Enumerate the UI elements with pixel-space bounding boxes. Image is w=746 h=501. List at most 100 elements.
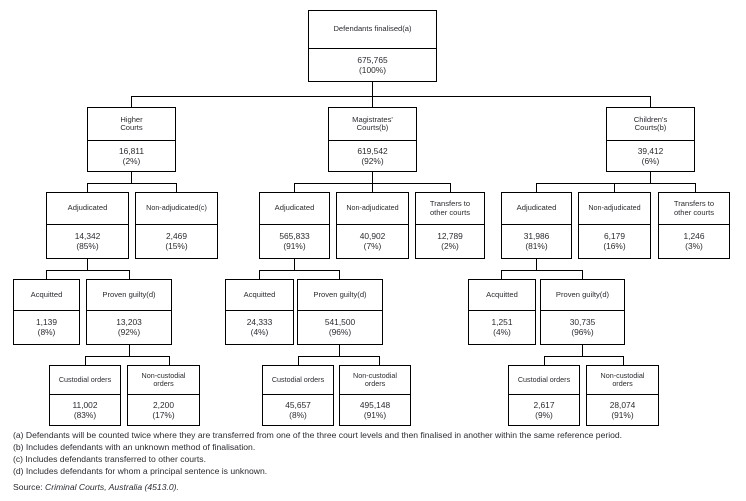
connector-hcadj-bus: [46, 270, 129, 271]
connector-to-childrens-courts: [650, 96, 651, 107]
node-childrens-proven-guilty[interactable]: Proven guilty(d) 30,735 (96%): [540, 279, 625, 345]
node-magistrates-nonadjudicated[interactable]: Non-adjudicated 40,902 (7%): [336, 192, 409, 259]
connector-mc-to-transfers: [450, 183, 451, 192]
connector-hcadj-stem: [87, 259, 88, 270]
node-value: 28,074 (91%): [587, 395, 658, 426]
node-value: 45,657 (8%): [263, 395, 333, 426]
node-higher-acquitted[interactable]: Acquitted 1,139 (8%): [13, 279, 80, 345]
flowchart-canvas: Defendants finalised(a) 675,765 (100%) H…: [13, 10, 730, 426]
node-title: Acquitted: [469, 280, 535, 311]
node-title: Proven guilty(d): [87, 280, 171, 311]
connector-level2-bus: [131, 96, 650, 97]
node-title: Transfers to other courts: [416, 193, 484, 225]
node-percent: (16%): [603, 241, 626, 251]
footnote-c: (c) Includes defendants transferred to o…: [13, 454, 206, 465]
node-magistrates-transfers[interactable]: Transfers to other courts 12,789 (2%): [415, 192, 485, 259]
node-higher-custodial-orders[interactable]: Custodial orders 11,002 (83%): [49, 365, 121, 426]
connector-ccadj-to-proven: [582, 270, 583, 279]
node-title: Acquitted: [14, 280, 79, 311]
node-title: Non-adjudicated(c): [136, 193, 217, 225]
node-value: 541,500 (96%): [298, 311, 382, 345]
node-count: 1,246: [683, 231, 705, 242]
connector-hc-to-nonadjudicated: [176, 183, 177, 192]
node-value: 24,333 (4%): [226, 311, 293, 345]
connector-root-stem: [372, 82, 373, 96]
node-percent: (96%): [571, 327, 594, 337]
node-percent: (92%): [117, 327, 141, 337]
node-magistrates-proven-guilty[interactable]: Proven guilty(d) 541,500 (96%): [297, 279, 383, 345]
node-childrens-acquitted[interactable]: Acquitted 1,251 (4%): [468, 279, 536, 345]
connector-hcproven-stem: [129, 345, 130, 356]
connector-ccadj-bus: [501, 270, 582, 271]
node-magistrates-noncustodial-orders[interactable]: Non-custodial orders 495,148 (91%): [339, 365, 411, 426]
node-magistrates-custodial-orders[interactable]: Custodial orders 45,657 (8%): [262, 365, 334, 426]
node-percent: (83%): [73, 409, 97, 420]
node-title: Magistrates' Courts(b): [329, 108, 416, 141]
node-higher-nonadjudicated[interactable]: Non-adjudicated(c) 2,469 (15%): [135, 192, 218, 259]
node-percent: (15%): [165, 241, 188, 251]
node-childrens-courts[interactable]: Children's Courts(b) 39,412 (6%): [606, 107, 695, 172]
node-percent: (100%): [359, 64, 386, 75]
connector-to-magistrates-courts: [372, 96, 373, 107]
node-higher-noncustodial-orders[interactable]: Non-custodial orders 2,200 (17%): [127, 365, 200, 426]
node-percent: (3%): [685, 241, 703, 251]
node-title: Defendants finalised(a): [309, 11, 436, 49]
node-higher-proven-guilty[interactable]: Proven guilty(d) 13,203 (92%): [86, 279, 172, 345]
node-value: 1,246 (3%): [659, 225, 729, 259]
node-higher-adjudicated[interactable]: Adjudicated 14,342 (85%): [46, 192, 129, 259]
node-title-line2: Courts(b): [634, 123, 667, 132]
connector-mcadj-bus: [259, 270, 339, 271]
node-title-line2: orders: [153, 379, 174, 388]
connector-hc-stem: [131, 172, 132, 183]
node-value: 565,833 (91%): [260, 225, 329, 259]
connector-ccproven-bus: [544, 356, 623, 357]
footnotes-block: (a) Defendants will be counted twice whe…: [13, 429, 737, 477]
connector-cc-bus: [536, 183, 695, 184]
node-title-line1: Magistrates': [352, 114, 393, 124]
node-value: 11,002 (83%): [50, 395, 120, 426]
node-count: 12,789: [437, 231, 463, 242]
connector-mcproven-bus: [298, 356, 379, 357]
node-title-line2: orders: [364, 379, 386, 388]
node-title-line2: orders: [612, 379, 633, 388]
connector-mcproven-to-custodial: [298, 356, 299, 365]
node-count: 39,412: [637, 145, 664, 156]
node-childrens-adjudicated[interactable]: Adjudicated 31,986 (81%): [501, 192, 572, 259]
connector-cc-to-transfers: [695, 183, 696, 192]
node-title: Custodial orders: [263, 366, 333, 395]
node-count: 13,203: [116, 317, 142, 328]
node-count: 30,735: [569, 317, 596, 328]
node-title: Custodial orders: [509, 366, 579, 395]
node-value: 2,617 (9%): [509, 395, 579, 426]
node-title: Adjudicated: [502, 193, 571, 225]
node-childrens-noncustodial-orders[interactable]: Non-custodial orders 28,074 (91%): [586, 365, 659, 426]
node-title: Non-adjudicated: [337, 193, 408, 225]
node-childrens-custodial-orders[interactable]: Custodial orders 2,617 (9%): [508, 365, 580, 426]
node-count: 1,251: [491, 317, 513, 328]
node-title: Non-custodial orders: [128, 366, 199, 395]
node-title: Non-custodial orders: [587, 366, 658, 395]
node-magistrates-courts[interactable]: Magistrates' Courts(b) 619,542 (92%): [328, 107, 417, 172]
node-count: 31,986: [523, 231, 550, 242]
node-defendants-finalised[interactable]: Defendants finalised(a) 675,765 (100%): [308, 10, 437, 82]
node-magistrates-acquitted[interactable]: Acquitted 24,333 (4%): [225, 279, 294, 345]
node-count: 1,139: [36, 317, 57, 328]
node-percent: (92%): [361, 155, 384, 166]
node-title: Adjudicated: [47, 193, 128, 225]
node-percent: (4%): [493, 327, 511, 337]
node-title-line1: Non-custodial: [141, 370, 186, 380]
node-value: 40,902 (7%): [337, 225, 408, 259]
node-value: 30,735 (96%): [541, 311, 624, 345]
node-childrens-nonadjudicated[interactable]: Non-adjudicated 6,179 (16%): [578, 192, 651, 259]
node-magistrates-adjudicated[interactable]: Adjudicated 565,833 (91%): [259, 192, 330, 259]
node-title: Children's Courts(b): [607, 108, 694, 141]
node-count: 16,811: [119, 145, 144, 156]
node-childrens-transfers[interactable]: Transfers to other courts 1,246 (3%): [658, 192, 730, 259]
node-count: 45,657: [285, 399, 311, 410]
connector-ccadj-to-acquitted: [501, 270, 502, 279]
node-higher-courts[interactable]: Higher Courts 16,811 (2%): [87, 107, 176, 172]
connector-hcadj-to-acquitted: [46, 270, 47, 279]
node-percent: (91%): [283, 241, 306, 251]
node-value: 495,148 (91%): [340, 395, 410, 426]
connector-hc-to-adjudicated: [87, 183, 88, 192]
